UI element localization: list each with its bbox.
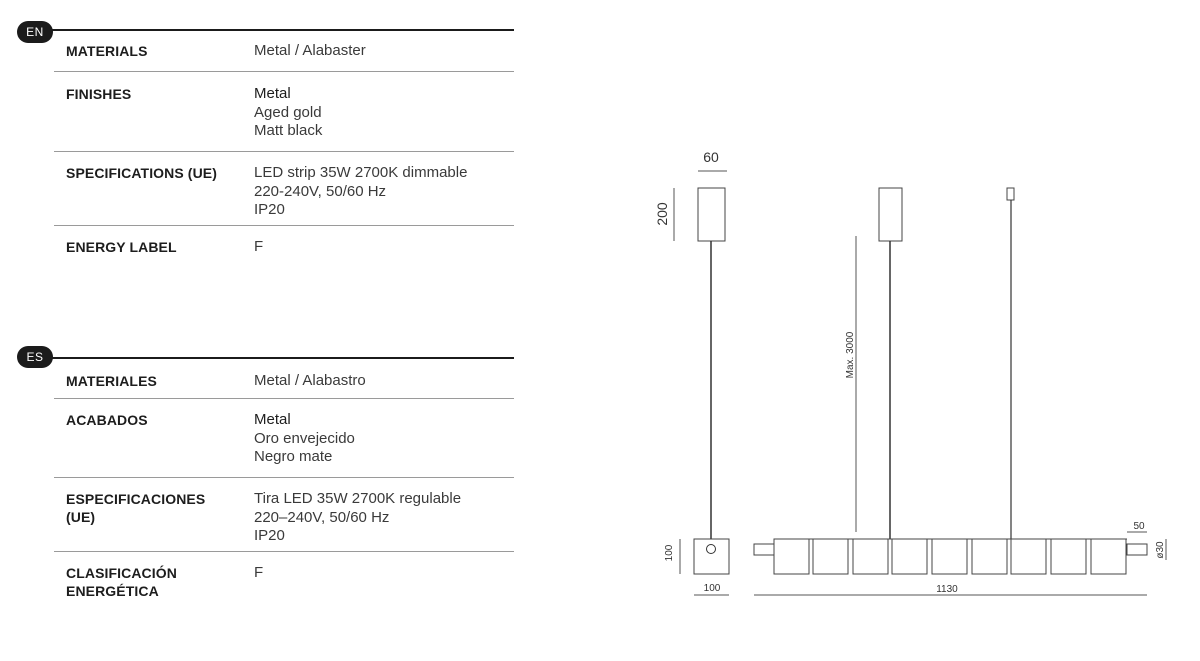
spec-row-especificaciones: ESPECIFICACIONES (UE) Tira LED 35W 2700K… — [54, 490, 514, 550]
spec-row-clasificacion: CLASIFICACIÓN ENERGÉTICA F — [54, 564, 514, 604]
spec-row-finishes: FINISHES Metal Aged gold Matt black — [54, 85, 514, 145]
spec-row-energy-label: ENERGY LABEL F — [54, 238, 514, 260]
spec-value-line: Metal — [254, 85, 291, 102]
dim-cable-max: Max. 3000 — [845, 331, 856, 378]
spec-value-line: IP20 — [254, 527, 285, 544]
spec-value-line: Metal / Alabaster — [254, 42, 366, 59]
side-body-hole — [706, 544, 716, 554]
spec-value: F — [254, 564, 514, 583]
spec-value-line: LED strip 35W 2700K dimmable — [254, 164, 468, 181]
dim-side-width: 100 — [704, 583, 721, 594]
row-divider — [54, 477, 514, 478]
section-rule-en — [48, 29, 514, 31]
spec-row-materiales: MATERIALES Metal / Alabastro — [54, 372, 514, 394]
spec-value: Metal / Alabaster — [254, 42, 514, 61]
bar-module — [1010, 538, 1047, 575]
front-canopy-small — [1006, 187, 1015, 201]
spec-value-line: Metal / Alabastro — [254, 372, 366, 389]
dim-total-length: 1130 — [936, 584, 958, 595]
dim-canopy-width: 60 — [703, 149, 719, 165]
spec-key: ESPECIFICACIONES (UE) — [66, 491, 206, 525]
spec-key: FINISHES — [66, 86, 132, 102]
dim-side-height: 100 — [664, 544, 675, 561]
spec-key: MATERIALS — [66, 43, 148, 59]
spec-value-line: IP20 — [254, 201, 285, 218]
spec-key: ENERGY LABEL — [66, 239, 177, 255]
side-canopy — [697, 187, 726, 242]
spec-value-line: Matt black — [254, 122, 323, 139]
spec-value-line: Aged gold — [254, 103, 322, 121]
bar-end-right — [1126, 543, 1148, 556]
row-divider — [54, 398, 514, 399]
spec-row-materials: MATERIALS Metal / Alabaster — [54, 42, 514, 64]
spec-value-line: 220–240V, 50/60 Hz — [254, 508, 390, 526]
spec-row-specifications: SPECIFICATIONS (UE) LED strip 35W 2700K … — [54, 164, 514, 224]
spec-value: Metal / Alabastro — [254, 372, 514, 391]
spec-value-line: Negro mate — [254, 448, 333, 465]
bar-module — [812, 538, 849, 575]
bar-module — [852, 538, 889, 575]
row-divider — [54, 225, 514, 226]
front-canopy — [878, 187, 903, 242]
bar-module — [773, 538, 810, 575]
spec-row-acabados: ACABADOS Metal Oro envejecido Negro mate — [54, 411, 514, 471]
spec-value-line: 220-240V, 50/60 Hz — [254, 182, 387, 200]
spec-value: Metal Aged gold Matt black — [254, 85, 514, 141]
spec-value: LED strip 35W 2700K dimmable 220-240V, 5… — [254, 164, 514, 220]
dim-end-length: 50 — [1133, 521, 1145, 532]
spec-key: ACABADOS — [66, 412, 148, 428]
spec-key: CLASIFICACIÓN ENERGÉTICA — [66, 565, 177, 599]
row-divider — [54, 551, 514, 552]
spec-key: SPECIFICATIONS (UE) — [66, 165, 217, 181]
section-rule-es — [48, 357, 514, 359]
spec-key: MATERIALES — [66, 373, 157, 389]
bar-module — [1050, 538, 1087, 575]
spec-value: F — [254, 238, 514, 257]
bar-module — [971, 538, 1008, 575]
language-badge-es: ES — [17, 346, 53, 368]
language-badge-en: EN — [17, 21, 53, 43]
dim-end-diameter: ø30 — [1155, 541, 1166, 559]
spec-value: Metal Oro envejecido Negro mate — [254, 411, 514, 467]
bar-end-left — [753, 543, 775, 556]
row-divider — [54, 151, 514, 152]
dim-canopy-height: 200 — [654, 202, 670, 226]
spec-value-line: F — [254, 238, 264, 255]
bar-module — [931, 538, 968, 575]
row-divider — [54, 71, 514, 72]
spec-value-line: Tira LED 35W 2700K regulable — [254, 490, 462, 507]
spec-value: Tira LED 35W 2700K regulable 220–240V, 5… — [254, 490, 514, 546]
bar-module — [1090, 538, 1127, 575]
spec-value-line: Metal — [254, 411, 291, 428]
spec-value-line: Oro envejecido — [254, 429, 355, 447]
spec-value-line: F — [254, 564, 264, 581]
bar-module — [891, 538, 928, 575]
